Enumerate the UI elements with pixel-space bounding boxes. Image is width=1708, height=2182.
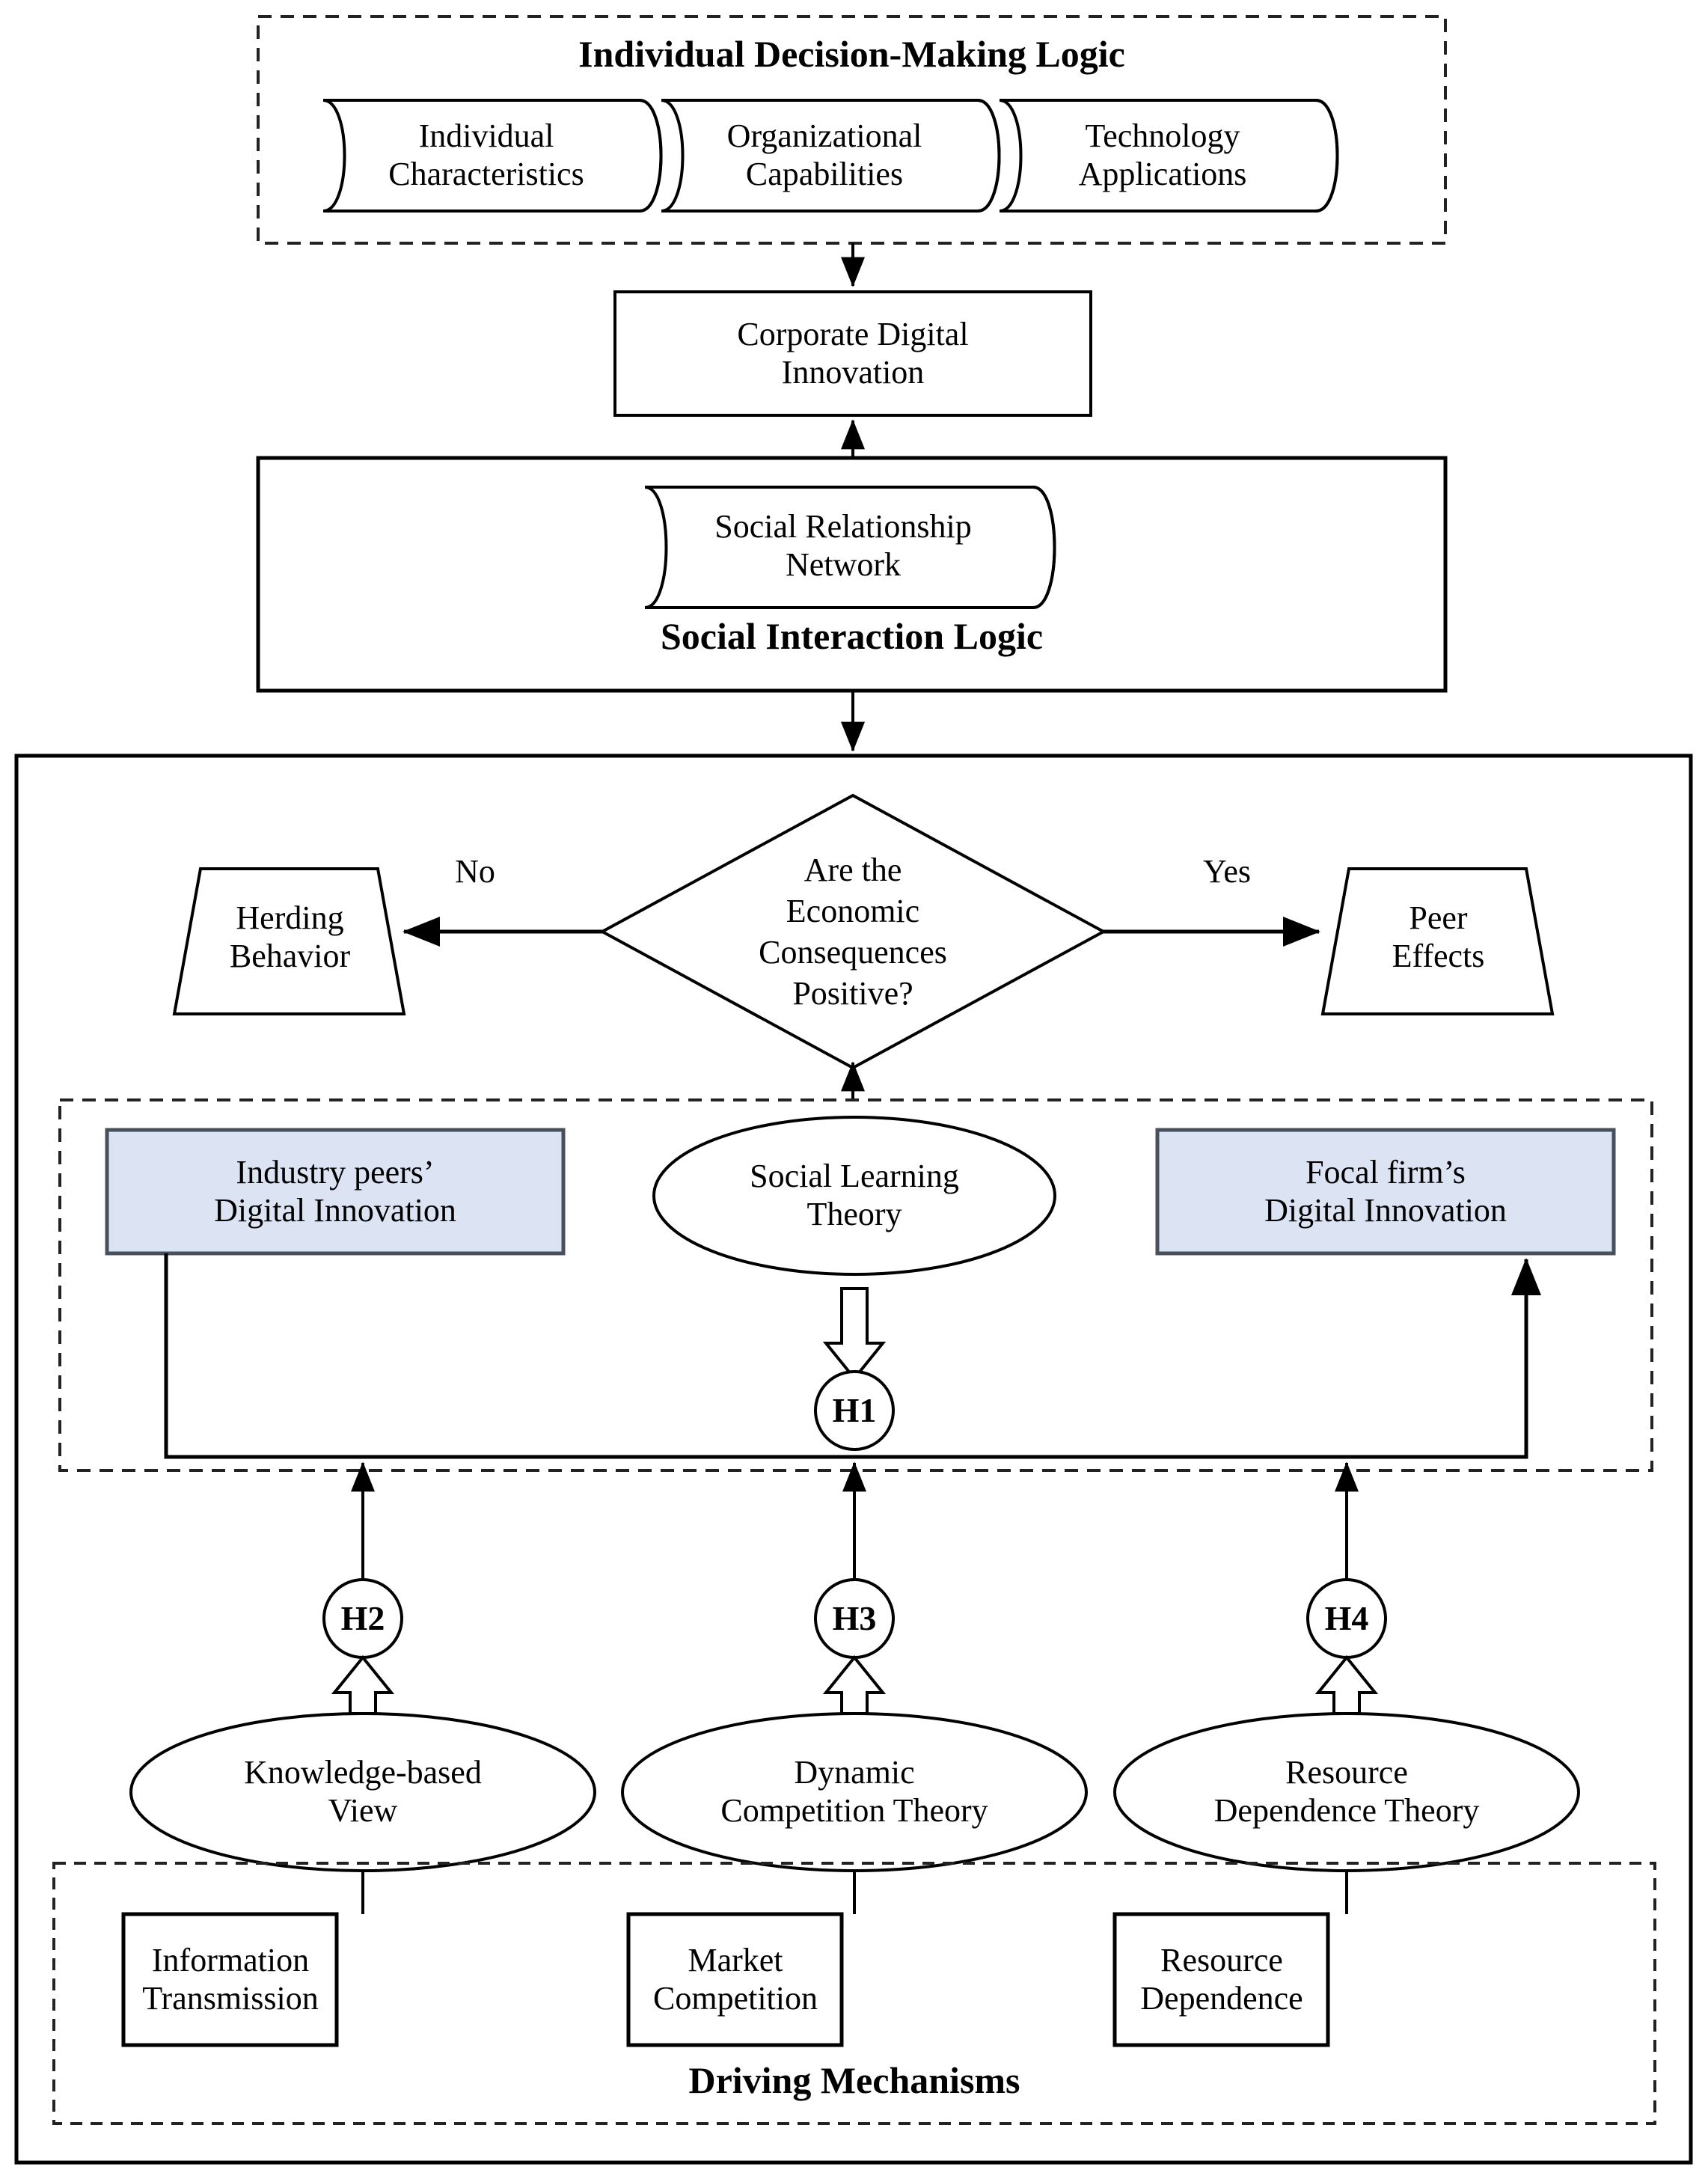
information-transmission-box (121, 1912, 339, 2047)
tape-cap-social-relationship-network (1032, 486, 1056, 609)
block-arrow-h2 (331, 1654, 395, 1715)
main-model-frame (14, 754, 1693, 2165)
tape-cap-technology-applications (1315, 99, 1339, 213)
block-arrow-h1 (822, 1287, 887, 1381)
hypothesis-h4-circle (1306, 1578, 1387, 1659)
tape-cap-individual-characteristics (639, 99, 663, 213)
peer-effects-trapezoid (1320, 867, 1555, 1015)
knowledge-based-view-ellipse (129, 1712, 596, 1872)
industry-peers-digital-innovation-box (105, 1128, 566, 1256)
herding-behavior-trapezoid (172, 867, 406, 1015)
block-arrow-h4 (1314, 1654, 1379, 1715)
decision-diamond (599, 793, 1107, 1070)
hypothesis-h3-circle (814, 1578, 895, 1659)
corporate-digital-innovation-box (613, 290, 1092, 417)
h1-panel (58, 1098, 1653, 1472)
resource-dependence-theory-ellipse (1113, 1712, 1580, 1872)
tape-shape-technology-applications (999, 99, 1339, 213)
hypothesis-h2-circle (322, 1578, 403, 1659)
hypothesis-h1-circle (814, 1370, 895, 1451)
social-learning-theory-ellipse (652, 1116, 1056, 1276)
focal-firm-digital-innovation-box (1155, 1128, 1616, 1256)
tape-cap-organizational-capabilities (977, 99, 1001, 213)
tape-shape-social-relationship-network (644, 486, 1056, 609)
tape-shape-organizational-capabilities (661, 99, 1001, 213)
resource-dependence-box (1112, 1912, 1330, 2047)
dynamic-competition-theory-ellipse (621, 1712, 1088, 1872)
block-arrow-h3 (822, 1654, 887, 1715)
tape-shape-individual-characteristics (322, 99, 663, 213)
market-competition-box (626, 1912, 844, 2047)
